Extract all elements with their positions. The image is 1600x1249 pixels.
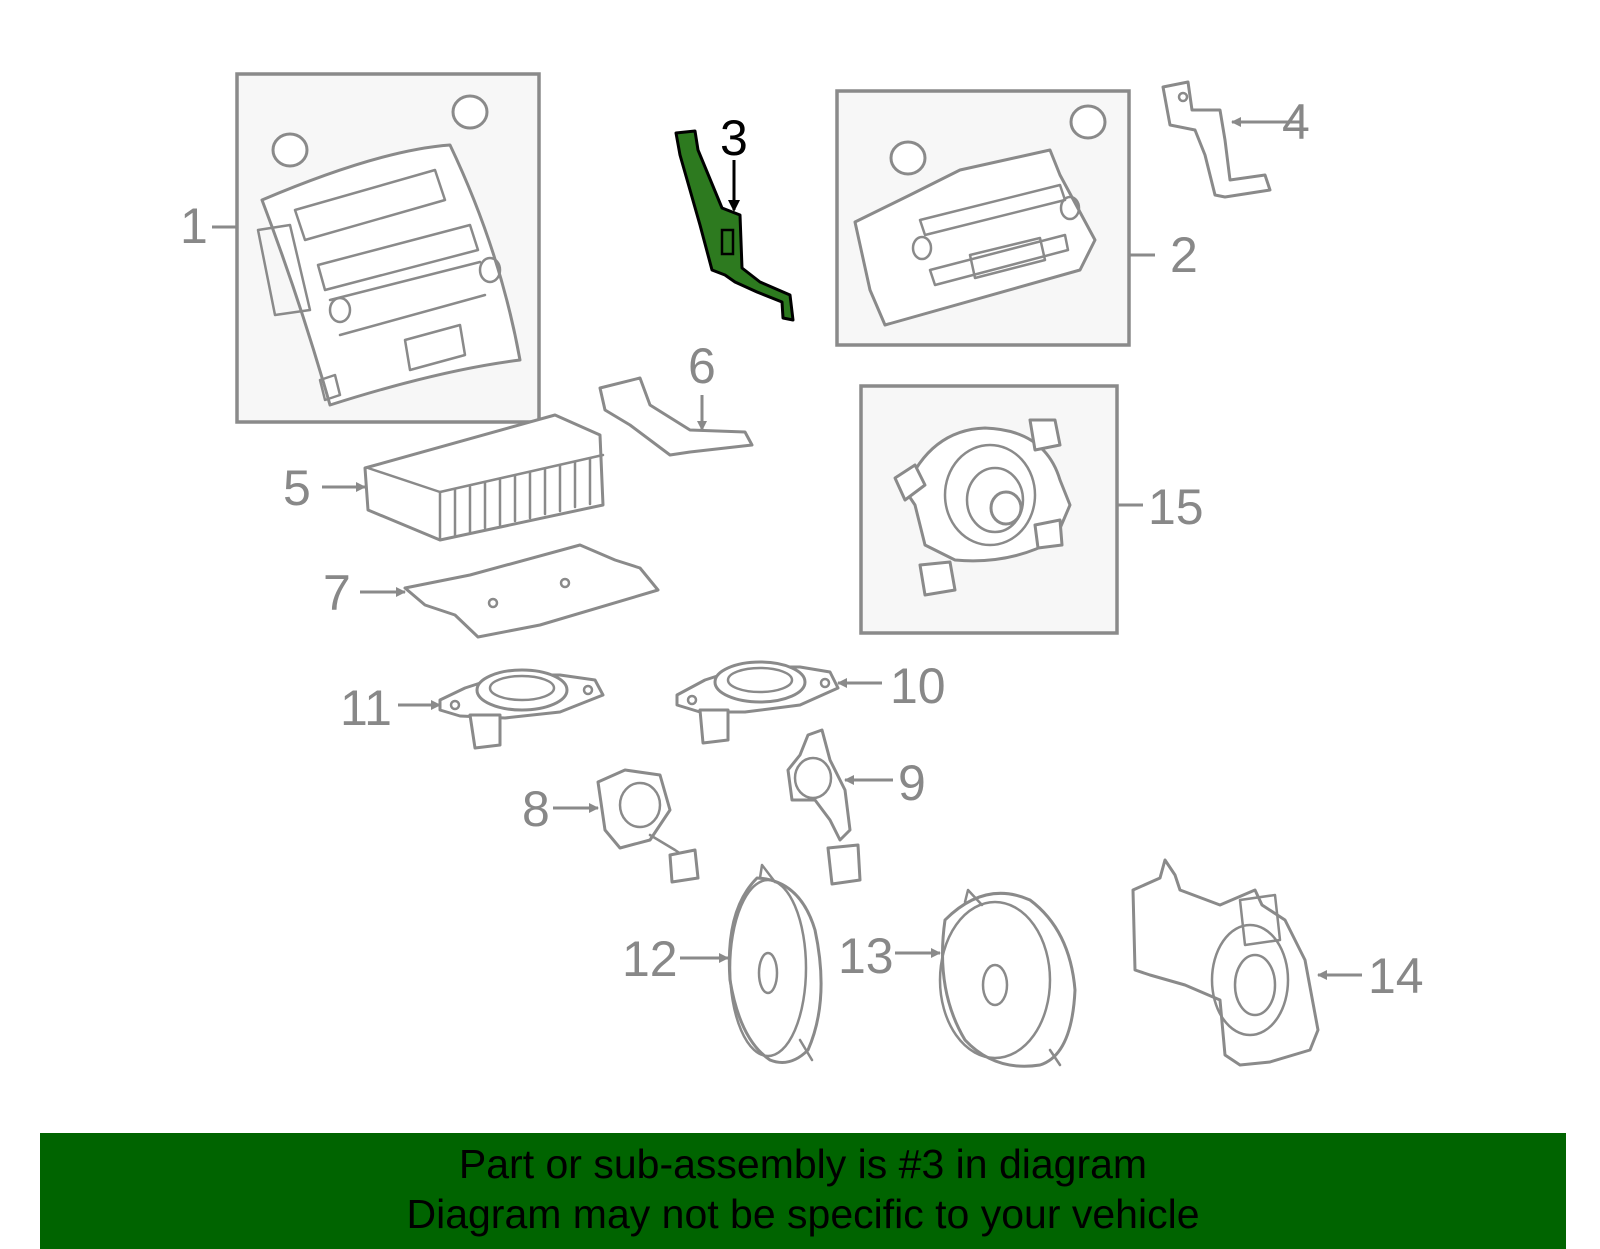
callout-5: 5 [283, 460, 311, 516]
callout-11: 11 [340, 680, 392, 736]
part-6-bracket [598, 376, 754, 457]
callout-8: 8 [522, 781, 550, 837]
part-13-speaker [938, 888, 1077, 1068]
part-7-plate [403, 543, 660, 639]
callout-14: 14 [1368, 948, 1424, 1004]
part-1-bezel-assembly [235, 72, 541, 424]
callout-12: 12 [622, 931, 678, 987]
part-4-bracket [1161, 80, 1272, 199]
part-2-control-unit [835, 89, 1131, 347]
callout-15: 15 [1148, 479, 1204, 535]
part-10-tweeter [675, 660, 840, 745]
callout-9: 9 [898, 755, 926, 811]
callout-10: 10 [890, 658, 946, 714]
banner-line-2: Diagram may not be specific to your vehi… [406, 1191, 1200, 1237]
banner-line-1: Part or sub-assembly is #3 in diagram [458, 1141, 1148, 1187]
callout-7: 7 [323, 565, 351, 621]
part-12-speaker [727, 863, 823, 1064]
part-15-speaker-assembly [859, 384, 1119, 635]
callout-13: 13 [838, 928, 894, 984]
part-14-subwoofer [1131, 858, 1320, 1067]
part-9-tweeter [786, 728, 862, 886]
part-5-amplifier [363, 413, 605, 542]
callout-4: 4 [1282, 94, 1310, 150]
callout-2: 2 [1170, 227, 1198, 283]
callout-6: 6 [688, 338, 716, 394]
callout-3: 3 [720, 110, 748, 166]
info-banner: Part or sub-assembly is #3 in diagram Di… [40, 1133, 1566, 1249]
part-3-bracket-highlighted [674, 129, 795, 322]
part-11-tweeter [438, 668, 605, 750]
part-8-tweeter [596, 768, 700, 884]
callout-1: 1 [180, 198, 208, 254]
